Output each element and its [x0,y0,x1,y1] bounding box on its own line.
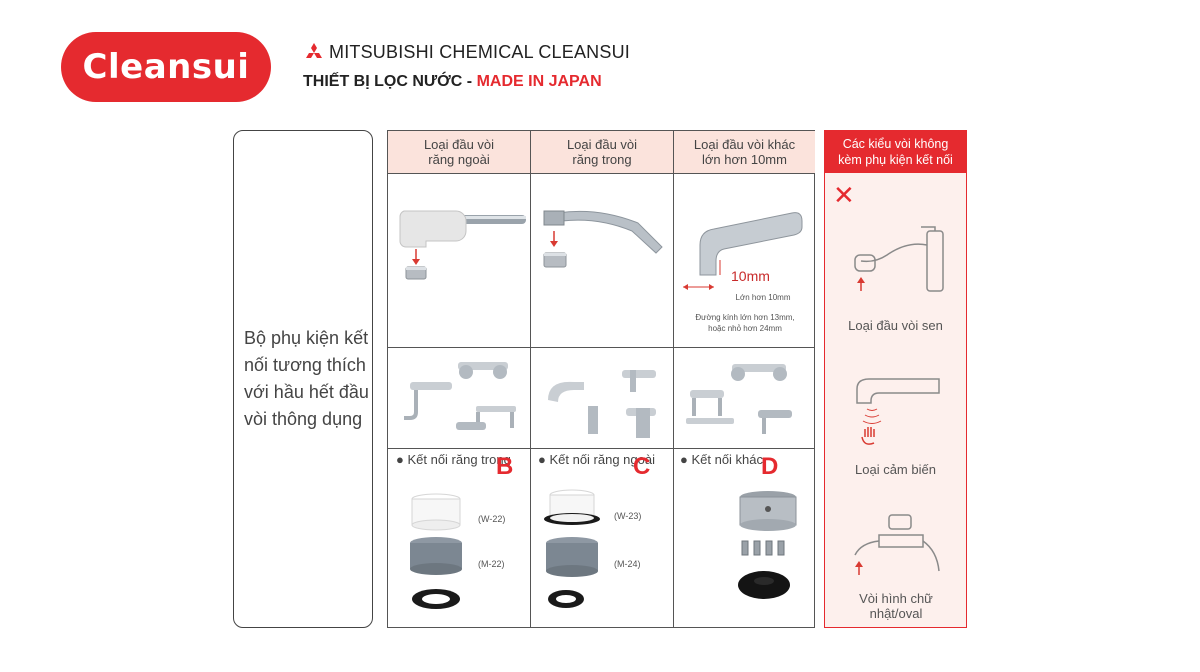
shower-head-label: Loại đầu vòi sen [848,318,943,333]
connector-label-c: ● Kết nối răng ngoài [538,452,655,467]
sensor-faucet-icon [856,378,940,445]
x-icon: ✕ [833,181,855,211]
rectangular-faucet-icon [854,514,940,575]
row-divider [388,173,814,174]
connector-letter-b: B [496,453,514,480]
logo-text: Cleansui [82,47,250,87]
column-divider [530,131,531,627]
sensor-label: Loại cảm biến [855,462,936,477]
mitsubishi-diamonds-icon [306,42,322,58]
tagline-made-in-japan: MADE IN JAPAN [476,73,602,90]
connector-letter-d: D [761,453,779,480]
header-inner-thread: Loại đầu vòi răng trong [531,131,673,173]
tagline: THIẾT BỊ LỌC NƯỚC - MADE IN JAPAN [303,73,630,91]
wall-faucets-group-1-image [404,362,516,430]
row-divider [388,448,814,449]
connector-letter-c: C [633,453,651,480]
inner-thread-faucet-image [543,210,663,268]
connector-parts-c-image [544,489,600,608]
connector-label-b: ● Kết nối răng trong [396,452,511,467]
row-divider [388,347,814,348]
connector-parts-b-image [410,493,462,609]
column-divider [673,131,674,627]
shower-head-faucet-icon [854,226,944,292]
diameter-note-2: hoặc nhỏ hơn 24mm [708,324,782,333]
outer-thread-faucet-image [399,210,526,280]
part-code-w23: (W-23) [614,511,642,521]
rectangular-oval-label: Vòi hình chữ nhật/oval [859,591,933,621]
tagline-product: THIẾT BỊ LỌC NƯỚC - [303,73,473,90]
left-label-text: Bộ phụ kiện kết nối tương thích với hầu … [244,328,369,429]
part-code-m22: (M-22) [478,559,505,569]
compatibility-table: Loại đầu vòi răng ngoài Loại đầu vòi răn… [387,130,815,628]
incompatible-header: Các kiểu vòi không kèm phụ kiện kết nối [825,131,966,173]
header-outer-thread: Loại đầu vòi răng ngoài [388,131,530,173]
incompatible-faucets-panel: Các kiểu vòi không kèm phụ kiện kết nối … [824,130,967,628]
brand-block: MITSUBISHI CHEMICAL CLEANSUI THIẾT BỊ LỌ… [303,42,630,91]
cleansui-logo: Cleansui [61,32,271,102]
connector-parts-d-image [738,491,797,599]
height-dimension: 10mm [731,268,770,284]
mixer-faucets-image [548,370,656,438]
large-spout-image [683,212,803,290]
connector-label-d: ● Kết nối khác [680,452,764,467]
part-code-m24: (M-24) [614,559,641,569]
part-code-w22: (W-22) [478,514,506,524]
company-line: MITSUBISHI CHEMICAL CLEANSUI [303,42,630,63]
diameter-note-1: Đường kính lớn hơn 13mm, [695,313,795,322]
left-label-box: Bộ phụ kiện kết nối tương thích với hầu … [233,130,373,628]
width-note: Lớn hơn 10mm [735,293,791,302]
wall-faucets-group-2-image [686,364,792,434]
company-name: MITSUBISHI CHEMICAL CLEANSUI [329,42,630,62]
header-other-large: Loại đầu vòi khác lớn hơn 10mm [674,131,815,173]
